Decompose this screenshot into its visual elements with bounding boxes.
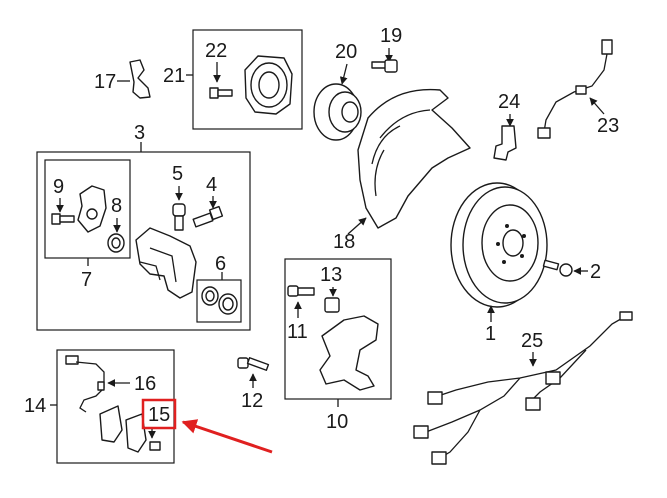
part-21-hub-bearing	[244, 55, 293, 115]
callout-2: 2	[590, 261, 601, 283]
callout-15: 15	[148, 404, 170, 426]
callout-11: 11	[287, 321, 308, 343]
part-1-brake-rotor	[450, 182, 548, 308]
callout-22: 22	[205, 40, 227, 62]
leader-18	[347, 217, 367, 235]
highlight-box-15	[141, 398, 177, 430]
part-19-bolt	[371, 59, 398, 73]
part-11-bolt	[287, 285, 315, 297]
part-13-bushing	[324, 297, 340, 313]
part-8-seal-ring	[107, 233, 125, 253]
part-15-brake-pads	[99, 405, 161, 453]
callout-21: 21	[163, 65, 185, 87]
callout-9: 9	[53, 176, 64, 198]
leader-20	[339, 63, 348, 85]
part-3-caliper-body	[135, 227, 197, 299]
callout-10: 10	[326, 411, 348, 433]
part-9-bolt	[51, 213, 75, 225]
callout-19: 19	[380, 25, 402, 47]
part-25-wiring-harness	[413, 311, 633, 465]
callout-13: 13	[320, 264, 342, 286]
callout-12: 12	[241, 390, 263, 412]
part-23-brake-hose	[537, 39, 613, 139]
callout-7: 7	[81, 269, 92, 291]
callout-6: 6	[215, 253, 226, 275]
callout-17: 17	[94, 71, 116, 93]
callout-20: 20	[335, 41, 357, 63]
part-12-bolt	[237, 357, 270, 371]
part-10-caliper-carrier	[319, 315, 379, 391]
leader-23	[589, 97, 605, 115]
part-20-wheel-hub	[313, 83, 362, 141]
part-2-bolt	[542, 259, 573, 277]
callout-14: 14	[24, 395, 46, 417]
part-24-sensor	[493, 125, 517, 161]
callout-3: 3	[134, 122, 145, 144]
part-6-piston-seals	[201, 286, 238, 315]
highlight-arrow	[181, 419, 273, 454]
part-4-bolt	[192, 205, 224, 228]
part-16-wear-sensor	[65, 355, 105, 413]
group-box-3	[36, 151, 251, 331]
group-box-21	[192, 29, 303, 130]
group-box-6	[196, 279, 242, 323]
part-18-splash-shield	[357, 88, 471, 229]
callout-23: 23	[597, 115, 619, 137]
part-5-guide-pin	[172, 203, 186, 231]
callout-25: 25	[521, 330, 543, 352]
part-22-bolt	[209, 87, 233, 99]
callout-24: 24	[498, 91, 520, 113]
callout-4: 4	[206, 174, 217, 196]
callout-8: 8	[111, 195, 122, 217]
callout-5: 5	[172, 163, 183, 185]
part-17-bracket	[129, 59, 151, 99]
callout-1: 1	[485, 323, 496, 345]
callout-18: 18	[333, 231, 355, 253]
part-7-caliper-bracket-small	[77, 185, 107, 233]
callout-16: 16	[134, 373, 156, 395]
